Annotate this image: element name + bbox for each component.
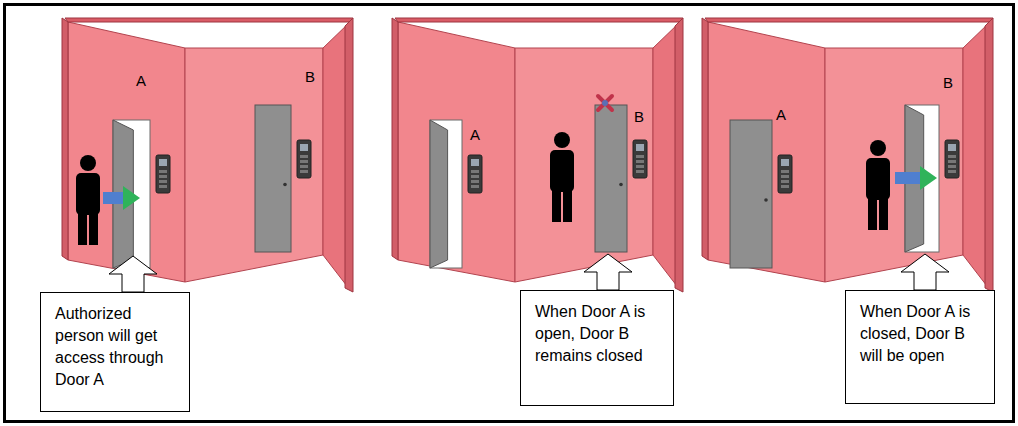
direction-arrow-shaft [895,172,923,184]
keypad-keys [948,165,956,168]
callout-box: When Door A is open, Door B remains clos… [520,290,674,406]
callout-pointer [901,254,949,290]
keypad-keys [636,160,644,163]
blocked-cross-dot [602,100,608,106]
keypad-keys [948,160,956,163]
person-leg [868,196,877,230]
keypad-keys [781,180,789,183]
direction-arrow-head [920,166,937,190]
keypad-keys [471,170,479,173]
person-body [866,158,890,200]
blocked-cross [598,96,612,110]
keypad-keys [159,170,167,173]
callout-pointer [109,256,157,292]
person-body [76,173,100,215]
keypad-screen [781,159,789,166]
door-closed [255,105,291,252]
keypad-keys [471,175,479,178]
wall-front-edge [985,18,993,292]
wall-front-edge [702,18,708,260]
access-keypad [156,155,170,193]
keypad-keys [300,160,308,163]
person-leg [879,196,888,230]
direction-arrow-head [123,186,140,210]
room-panel [62,18,353,292]
left-wall [708,22,825,282]
keypad-keys [300,155,308,158]
door-opening [430,120,462,268]
callout-text: When Door A is closed, Door B will be op… [860,301,980,367]
person-body [550,150,574,192]
person-leg [552,188,561,222]
callout-pointer [584,254,632,290]
keypad-screen [159,159,167,166]
door-knob [619,183,623,187]
door-letter: A [470,126,480,143]
keypad-screen [948,144,956,151]
wall-front-edge [62,18,68,260]
keypad-keys [300,170,308,173]
door-letter: A [136,72,146,89]
door-letter: B [634,108,644,125]
door-knob [764,198,768,202]
access-keypad [633,140,647,178]
keypad-keys [471,180,479,183]
person-head [80,155,96,171]
keypad-keys [159,175,167,178]
back-wall [515,48,653,282]
keypad-keys [781,185,789,188]
keypad-screen [636,144,644,151]
keypad-keys [781,175,789,178]
door-closed [730,120,772,268]
keypad-keys [636,165,644,168]
room-panel [702,18,993,292]
callout-box: Authorized person will get access throug… [40,292,190,412]
keypad-keys [636,155,644,158]
keypad-screen [471,159,479,166]
keypad-keys [300,165,308,168]
keypad-keys [471,185,479,188]
back-wall [185,48,323,282]
door-letter: B [943,74,953,91]
wall-front-edge [675,18,683,292]
callout-box: When Door A is closed, Door B will be op… [845,290,995,404]
keypad-keys [636,170,644,173]
wall-front-edge [392,18,398,260]
access-keypad [297,140,311,178]
door-letter: B [305,68,315,85]
wall-top-slab [705,18,993,22]
callout-text: When Door A is open, Door B remains clos… [535,301,659,367]
person-head [870,140,886,156]
callout-text: Authorized person will get access throug… [55,303,175,391]
access-keypad [778,155,792,193]
access-keypad [468,155,482,193]
person-leg [89,211,98,245]
access-keypad [945,140,959,178]
keypad-screen [300,144,308,151]
wall-top-slab [395,18,683,22]
wall-top-slab [65,18,353,22]
left-wall [398,22,515,282]
keypad-keys [948,155,956,158]
person-head [554,132,570,148]
person-leg [563,188,572,222]
door-letter: A [776,106,786,123]
room-panel [392,18,683,292]
keypad-keys [159,180,167,183]
keypad-keys [948,170,956,173]
left-wall [68,22,185,282]
wall-front-edge [345,18,353,292]
door-closed [595,105,627,252]
person-leg [78,211,87,245]
keypad-keys [781,170,789,173]
direction-arrow-shaft [103,192,126,204]
back-wall [825,48,963,282]
door-leaf-open [430,120,448,268]
door-knob [283,183,287,187]
keypad-keys [159,185,167,188]
